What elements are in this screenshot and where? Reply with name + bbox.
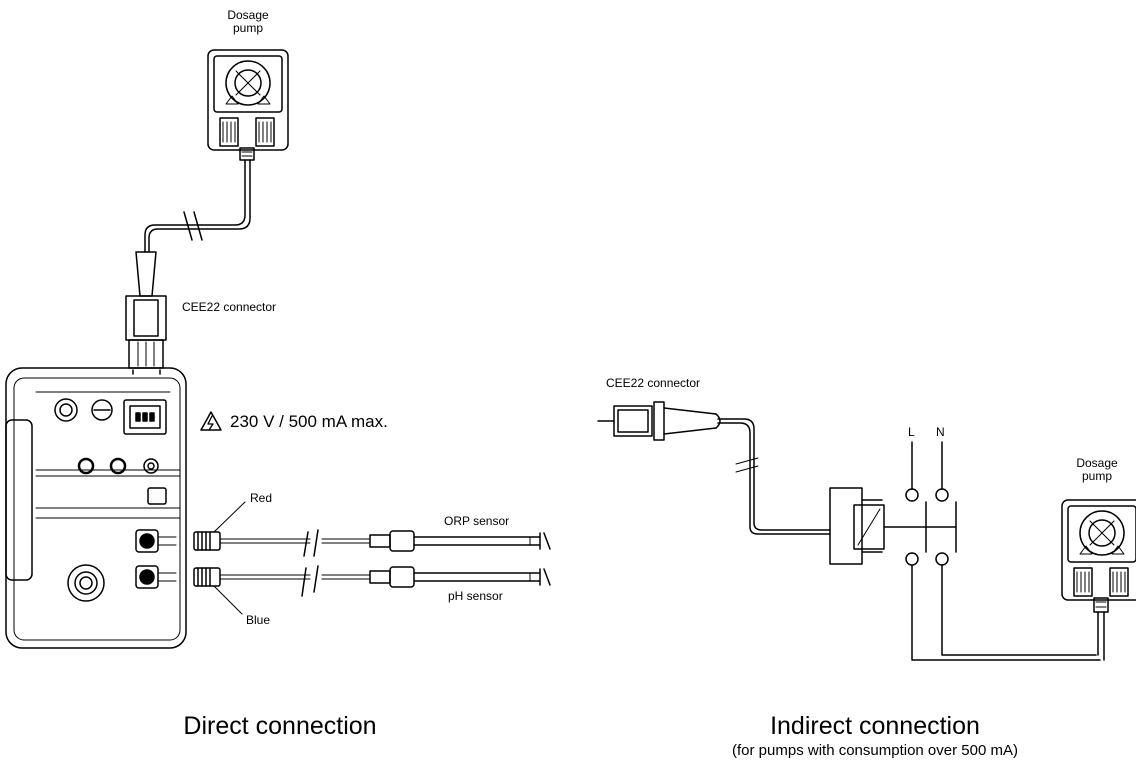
mains-terminals <box>883 441 1101 661</box>
indirect-connection-note: (for pumps with consumption over 500 mA) <box>732 742 1018 759</box>
sensor-cables <box>157 501 551 615</box>
pump-label-left-line2: pump <box>232 21 264 35</box>
controller-housing <box>5 367 187 649</box>
red-wire-label: Red <box>250 491 273 505</box>
cee22-label-right: CEE22 connector <box>606 376 701 390</box>
pump-label-left-line1: Dosage <box>227 8 269 22</box>
indirect-connection-caption: Indirect connection <box>770 712 980 740</box>
dosage-pump-left <box>207 49 289 161</box>
terminal-l-label: L <box>908 425 915 439</box>
pump-cable-left <box>144 159 251 253</box>
cee22-connector-right <box>597 401 721 441</box>
pump-label-right-line1: Dosage <box>1076 456 1118 470</box>
pump-label-left: Dosage pump <box>208 9 288 35</box>
relay-feed-cable <box>717 418 831 535</box>
relay <box>829 487 885 565</box>
cee22-connector-left <box>125 251 167 377</box>
voltage-warning-text: 230 V / 500 mA max. <box>230 412 388 431</box>
dosage-pump-right <box>1061 499 1136 661</box>
direct-connection-caption: Direct connection <box>183 712 377 740</box>
pump-label-right-line2: pump <box>1081 469 1113 483</box>
orp-sensor-label: ORP sensor <box>444 514 510 528</box>
ph-sensor-label: pH sensor <box>448 589 503 603</box>
cee22-label-left: CEE22 connector <box>182 300 277 314</box>
blue-wire-label: Blue <box>246 613 271 627</box>
warning-icon <box>200 411 222 431</box>
pump-label-right: Dosage pump <box>1060 457 1134 483</box>
terminal-n-label: N <box>936 425 945 439</box>
